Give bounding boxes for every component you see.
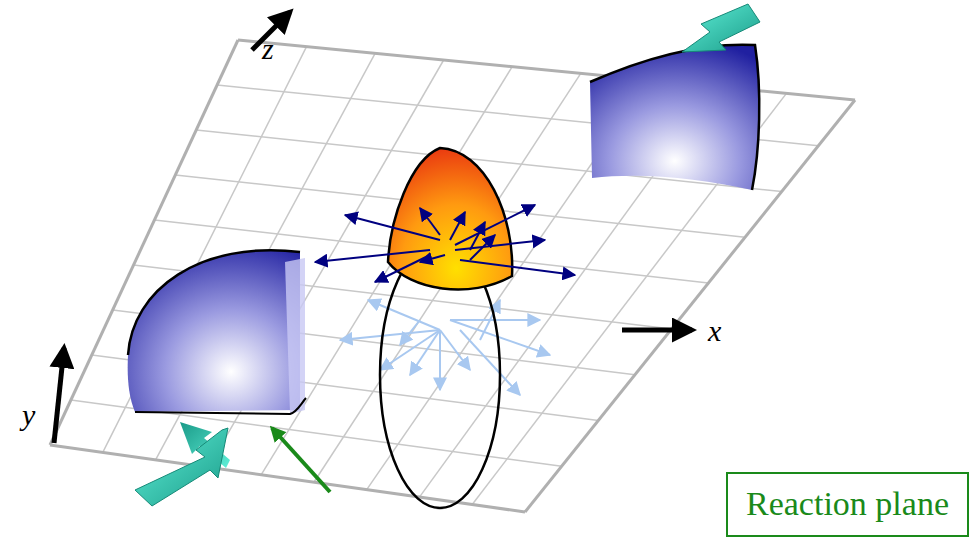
plane-grid: [50, 40, 855, 512]
out-of-plane-flow: [315, 205, 575, 282]
nucleus: [590, 45, 759, 190]
grid-line: [314, 73, 581, 482]
grid-line: [238, 40, 855, 100]
grid-line: [261, 67, 512, 475]
flow-arrow: [345, 215, 440, 240]
y-axis: [54, 348, 64, 443]
flow-arrow: [460, 330, 520, 395]
grid-line: [103, 47, 307, 453]
flow-arrow: [340, 330, 440, 340]
nucleus-outline: [135, 398, 306, 414]
grid-line: [50, 445, 525, 512]
nucleus-edge: [285, 258, 305, 414]
flow-arrow: [375, 255, 430, 282]
flow-arrow: [470, 235, 495, 260]
flow-arrow: [400, 320, 420, 345]
flow-arrow: [455, 205, 535, 245]
nucleus-outline: [590, 45, 759, 190]
flow-arrow: [460, 260, 575, 275]
flow-arrow: [420, 255, 445, 262]
flow-arrow: [420, 208, 440, 235]
flow-arrow: [455, 240, 545, 250]
flow-arrow: [368, 300, 440, 330]
flow-arrow: [315, 250, 430, 262]
flow-arrow: [470, 222, 485, 250]
label-box: Reaction plane: [726, 472, 969, 537]
axis-label: x: [708, 316, 721, 346]
nucleus: [128, 250, 300, 412]
in-plane-flow: [340, 300, 550, 395]
flow-arrow: [410, 330, 440, 375]
leader-arrow: [272, 428, 330, 492]
flow-arrow: [380, 330, 440, 370]
box-label: Reaction plane: [746, 484, 949, 525]
beam-arrow: [682, 4, 760, 52]
beam-arrow: [135, 428, 228, 506]
axis-label: z: [262, 34, 274, 64]
flow-arrow: [450, 212, 465, 240]
x-axis: [622, 328, 692, 333]
fireball: [388, 148, 512, 290]
axis-label: y: [22, 400, 35, 430]
nucleus-outline: [128, 250, 300, 355]
flow-arrow: [439, 330, 441, 390]
